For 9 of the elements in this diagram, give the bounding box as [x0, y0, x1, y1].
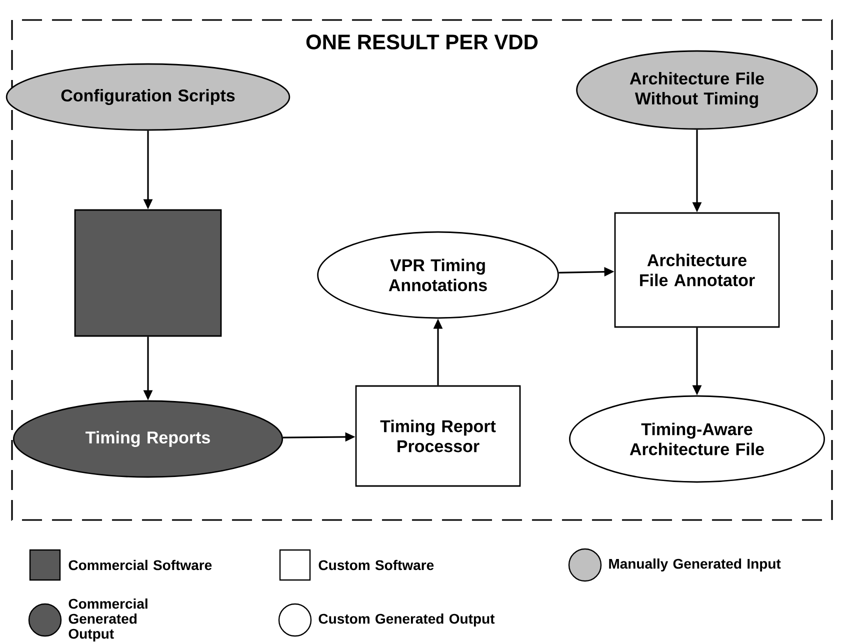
process-box: Architecture File Annotator — [614, 212, 780, 328]
legend-label: Manually Generated Input — [609, 558, 781, 572]
legend-label: Custom Software — [318, 560, 434, 570]
process-box — [74, 209, 222, 337]
legend-label: Custom Generated Output — [318, 613, 495, 627]
legend-label: Commercial Software — [68, 560, 212, 570]
legend-label: Commercial Generated Output — [68, 598, 148, 642]
process-box: Timing Report Processor — [355, 385, 521, 487]
title: ONE RESULT PER VDD — [302, 30, 542, 54]
